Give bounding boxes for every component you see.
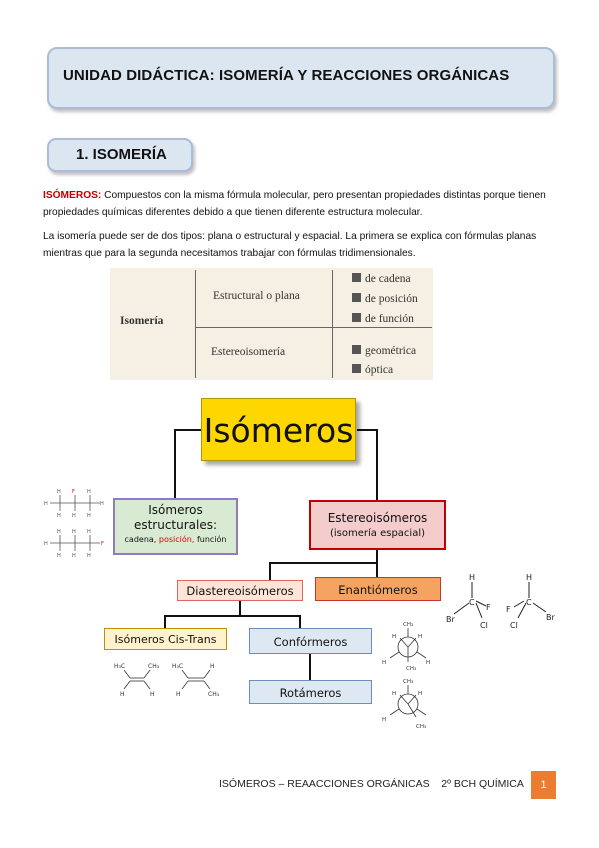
isomeria-table: Isomería Estructural o plana de cadena d… [110, 268, 433, 380]
svg-text:H: H [176, 691, 181, 698]
section-box [47, 138, 193, 172]
svg-text:CH₃: CH₃ [208, 691, 220, 698]
svg-text:H: H [87, 513, 91, 519]
svg-text:H: H [526, 573, 532, 582]
definition-text: Compuestos con la misma fórmula molecula… [43, 190, 546, 218]
svg-text:Br: Br [446, 615, 455, 624]
structural-formula-illustration: H H H F H H H H H F H H H H H H [44, 489, 104, 559]
svg-text:H: H [57, 513, 61, 519]
svg-text:H: H [87, 489, 91, 495]
svg-text:F: F [101, 541, 104, 547]
svg-text:F: F [72, 489, 75, 495]
svg-text:CH₃: CH₃ [403, 679, 413, 685]
svg-text:Cl: Cl [510, 621, 518, 630]
svg-text:CH₃: CH₃ [406, 666, 416, 672]
svg-text:CH₃: CH₃ [403, 622, 413, 628]
table-row2-label: Estereoisomería [211, 346, 286, 358]
section-title: 1. ISOMERÍA [76, 146, 167, 163]
svg-text:H: H [57, 553, 61, 559]
svg-text:CH₃: CH₃ [148, 663, 160, 670]
svg-text:H: H [150, 691, 155, 698]
svg-text:H: H [87, 553, 91, 559]
svg-text:C: C [526, 598, 532, 607]
svg-text:H: H [426, 660, 430, 666]
svg-text:H: H [44, 541, 48, 547]
svg-text:H: H [57, 489, 61, 495]
svg-text:H: H [382, 660, 386, 666]
term-isomeros: ISÓMEROS: [43, 190, 102, 201]
cis-trans-box: Isómeros Cis-Trans [104, 628, 227, 650]
svg-text:F: F [506, 605, 511, 614]
page-title: UNIDAD DIDÁCTICA: ISOMERÍA Y REACCIONES … [63, 67, 510, 84]
table-root-label: Isomería [120, 315, 164, 327]
definition-paragraph: ISÓMEROS: Compuestos con la misma fórmul… [43, 188, 563, 221]
svg-text:H₃C: H₃C [172, 663, 183, 670]
svg-text:F: F [486, 603, 491, 612]
table-item-posicion: de posición [352, 293, 418, 305]
enantiomers-box: Enantiómeros [315, 577, 441, 601]
svg-text:H: H [44, 501, 48, 507]
table-item-cadena: de cadena [352, 273, 411, 285]
conformers-box: Confórmeros [249, 628, 372, 654]
types-paragraph: La isomería puede ser de dos tipos: plan… [43, 231, 537, 259]
rotamers-box: Rotámeros [249, 680, 372, 704]
newman-projections-illustration: CH₃ H H H H CH₃ CH₃ H H H CH₃ [382, 622, 430, 730]
table-item-funcion: de función [352, 313, 414, 325]
structural-isomers-box: Isómeros estructurales: cadena, posición… [113, 498, 238, 555]
svg-text:H: H [392, 634, 396, 640]
svg-text:H: H [210, 663, 215, 670]
table-row1-label: Estructural o plana [213, 290, 300, 302]
diastereoisomers-box: Diastereoisómeros [177, 580, 303, 601]
svg-text:H: H [72, 513, 76, 519]
cis-trans-molecules-illustration: H₃C CH₃ H H H₃C H H CH₃ [114, 663, 220, 698]
svg-text:H: H [418, 634, 422, 640]
svg-text:CH₃: CH₃ [416, 724, 426, 730]
svg-text:H₃C: H₃C [114, 663, 125, 670]
table-item-optica: óptica [352, 364, 393, 376]
isomeros-root-box: Isómeros [201, 398, 356, 461]
footer-text: ISÓMEROS – REAACCIONES ORGÁNICAS 2º BCH … [219, 778, 524, 790]
svg-text:H: H [72, 553, 76, 559]
svg-text:H: H [87, 529, 91, 535]
svg-text:H: H [382, 717, 386, 723]
title-box [47, 47, 555, 109]
page-number: 1 [531, 771, 556, 799]
svg-text:H: H [57, 529, 61, 535]
svg-text:H: H [120, 691, 125, 698]
svg-text:H: H [392, 691, 396, 697]
svg-text:H: H [100, 501, 104, 507]
svg-text:Cl: Cl [480, 621, 488, 630]
svg-text:H: H [72, 529, 76, 535]
svg-text:H: H [469, 573, 475, 582]
stereoisomers-box: Estereoisómeros (isomería espacial) [309, 500, 446, 550]
svg-text:C: C [469, 598, 475, 607]
table-item-geometrica: geométrica [352, 345, 416, 357]
svg-text:H: H [418, 691, 422, 697]
svg-text:Br: Br [546, 613, 555, 622]
